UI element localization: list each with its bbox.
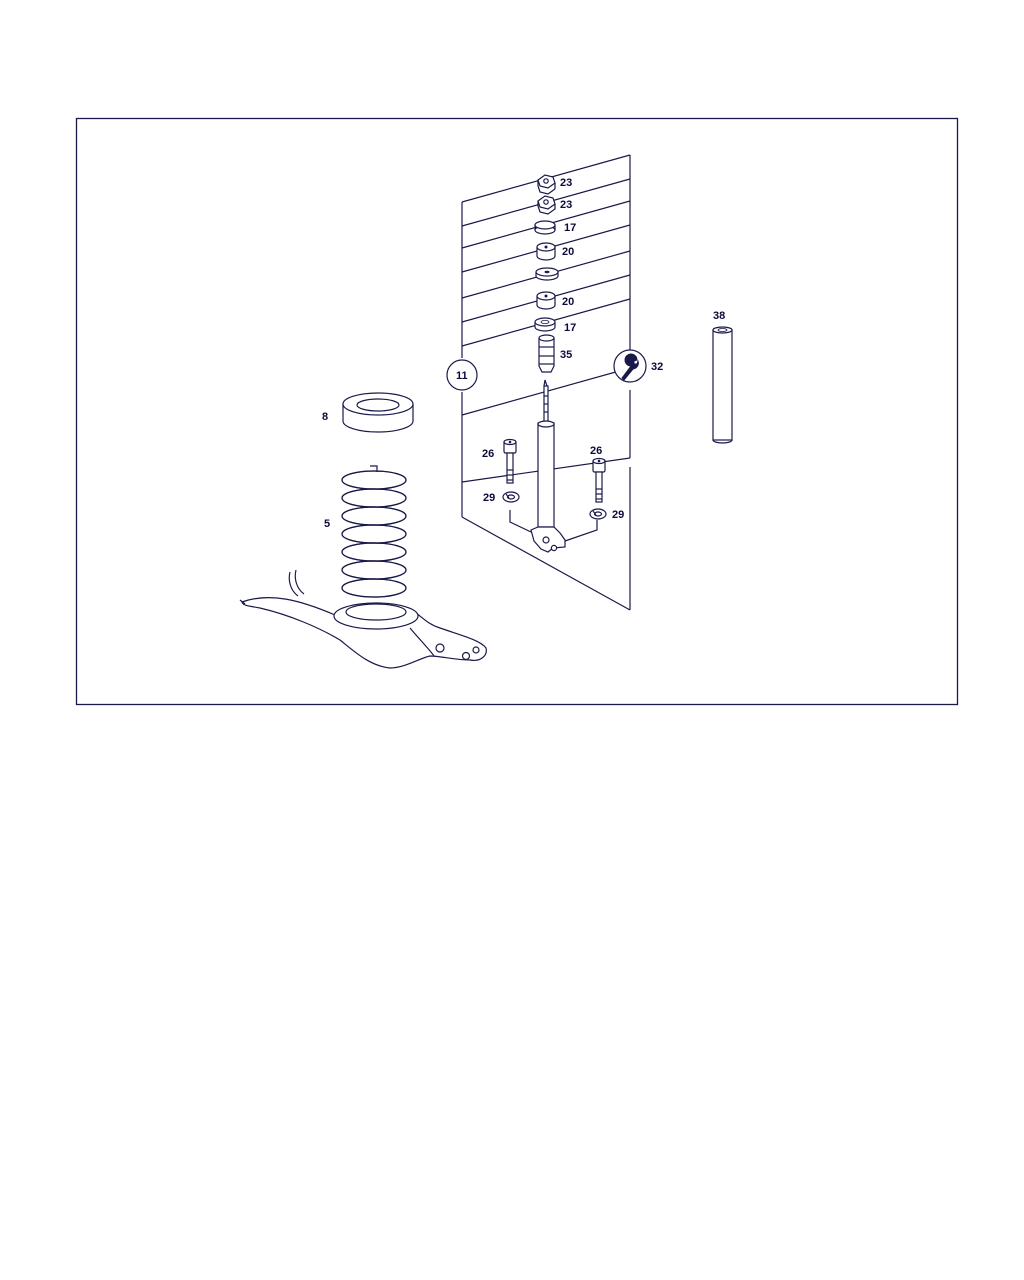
label-26-left: 26 <box>482 448 494 460</box>
coil-spring-5 <box>341 465 407 598</box>
label-29-right: 29 <box>612 509 624 521</box>
label-35: 35 <box>560 349 572 361</box>
label-17-bottom: 17 <box>564 322 576 334</box>
spacer-ring <box>535 267 559 281</box>
label-23-top: 23 <box>560 177 572 189</box>
bump-stop-35 <box>538 334 555 373</box>
nut-23-second <box>537 195 556 215</box>
label-38: 38 <box>713 310 725 322</box>
label-26-right: 26 <box>590 445 602 457</box>
label-20-top: 20 <box>562 246 574 258</box>
label-11: 11 <box>456 370 468 382</box>
label-20-bottom: 20 <box>562 296 574 308</box>
lower-control-arm <box>239 569 487 669</box>
label-32: 32 <box>651 361 663 373</box>
bolt-26-left <box>503 438 517 484</box>
nut-23-top <box>537 174 556 195</box>
shock-absorber <box>530 379 566 553</box>
rubber-bushing-20-top <box>536 242 556 261</box>
lock-washer-29-left <box>502 491 520 503</box>
label-23-second: 23 <box>560 199 572 211</box>
washer-17-top <box>534 220 556 235</box>
tool-sleeve-38 <box>712 326 733 444</box>
washer-17-bottom <box>534 317 556 332</box>
wrench-icon <box>621 353 639 381</box>
leader-lines <box>509 510 598 542</box>
spring-pad-8 <box>342 392 414 433</box>
bolt-26-right <box>592 457 606 503</box>
label-17-top: 17 <box>564 222 576 234</box>
reference-circle-11 <box>446 359 478 391</box>
diagram-frame <box>75 117 959 706</box>
lock-washer-29-right <box>589 508 607 520</box>
label-8: 8 <box>322 411 328 423</box>
reference-circle-32 <box>613 349 647 383</box>
label-5: 5 <box>324 518 330 530</box>
rubber-bushing-20-bottom <box>536 291 556 310</box>
label-29-left: 29 <box>483 492 495 504</box>
